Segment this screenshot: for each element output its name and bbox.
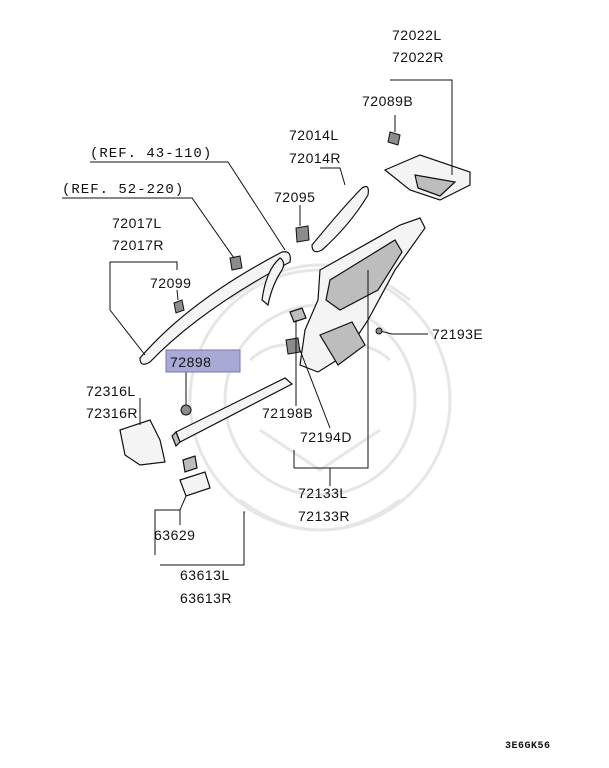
part-72316-clip[interactable] bbox=[180, 404, 192, 416]
leader-lines bbox=[62, 79, 453, 566]
label-72194D[interactable]: 72194D bbox=[300, 429, 352, 445]
label-72017R[interactable]: 72017R bbox=[112, 237, 164, 253]
label-72099[interactable]: 72099 bbox=[150, 275, 191, 291]
label-72022R[interactable]: 72022R bbox=[392, 49, 444, 65]
label-72095[interactable]: 72095 bbox=[274, 189, 315, 205]
label-63613L[interactable]: 63613L bbox=[180, 567, 230, 583]
part-63613-cover[interactable] bbox=[179, 471, 211, 497]
diagram-code: 3E6GK56 bbox=[505, 741, 551, 752]
part-72193E-screw[interactable] bbox=[375, 327, 393, 335]
part-72133-quarter-trim[interactable] bbox=[299, 217, 426, 373]
part-72099-clip[interactable] bbox=[173, 299, 185, 314]
label-72133R[interactable]: 72133R bbox=[298, 508, 350, 524]
label-72133L[interactable]: 72133L bbox=[298, 485, 348, 501]
label-ref-43-110[interactable]: (REF. 43-110) bbox=[90, 146, 212, 162]
part-72014-pillar-trim[interactable] bbox=[311, 185, 369, 253]
label-72316R[interactable]: 72316R bbox=[86, 405, 138, 421]
highlight-box-72898 bbox=[165, 349, 241, 373]
part-ref52-clip[interactable] bbox=[229, 255, 243, 271]
label-72316L[interactable]: 72316L bbox=[86, 383, 136, 399]
part-72316-kick-panel[interactable] bbox=[119, 419, 166, 466]
label-72198B[interactable]: 72198B bbox=[262, 405, 313, 421]
part-72022-shelf-trim[interactable] bbox=[383, 154, 471, 201]
label-72014L[interactable]: 72014L bbox=[289, 127, 339, 143]
part-72095-clip[interactable] bbox=[295, 225, 310, 243]
part-72089B-clip[interactable] bbox=[387, 131, 401, 146]
label-72898[interactable]: 72898 bbox=[170, 354, 211, 370]
label-72017L[interactable]: 72017L bbox=[112, 215, 162, 231]
label-72193E[interactable]: 72193E bbox=[432, 326, 483, 342]
part-63629-switch[interactable] bbox=[182, 455, 198, 473]
part-72898-sill-plate[interactable] bbox=[171, 377, 294, 448]
label-72014R[interactable]: 72014R bbox=[289, 150, 341, 166]
label-72089B[interactable]: 72089B bbox=[362, 93, 413, 109]
label-72022L[interactable]: 72022L bbox=[392, 27, 442, 43]
part-72017-front-pillar-trim[interactable] bbox=[139, 251, 291, 365]
label-ref-52-220[interactable]: (REF. 52-220) bbox=[62, 182, 184, 198]
label-63613R[interactable]: 63613R bbox=[180, 590, 232, 606]
label-63629[interactable]: 63629 bbox=[154, 527, 195, 543]
